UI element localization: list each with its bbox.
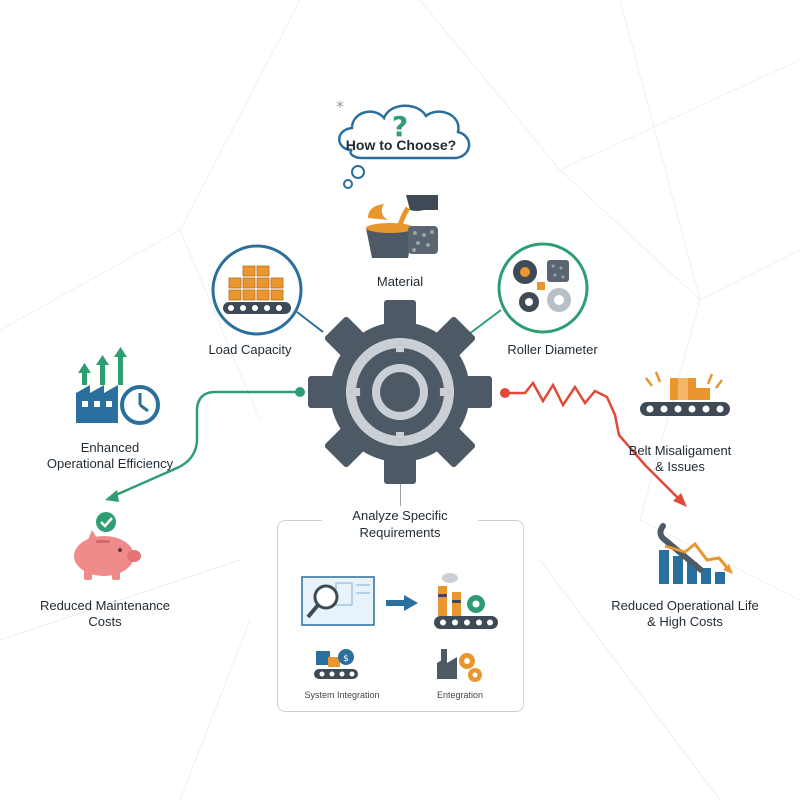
- system-integration-icon: $: [314, 649, 358, 679]
- roller-diameter-icon: [468, 242, 589, 335]
- integration-label: Entegration: [436, 690, 484, 700]
- factor-load-capacity-label: Load Capacity: [208, 342, 292, 357]
- svg-text:$: $: [343, 654, 349, 664]
- right-arrow-icon: [386, 595, 418, 611]
- operational-life-label-line1: Reduced Operational Life: [611, 598, 759, 613]
- declining-chart-wrench-icon: [657, 523, 733, 584]
- system-integration-label: System Integration: [304, 690, 380, 700]
- operational-life-label-line2: & High Costs: [647, 614, 723, 629]
- load-capacity-icon: [211, 244, 324, 336]
- factor-material-label: Material: [376, 274, 424, 289]
- benefit-connector-line: [105, 387, 305, 502]
- integration-factory-gears-icon: [437, 649, 482, 682]
- analysis-title-line2: Requirements: [359, 525, 441, 540]
- thought-cloud: * ?: [336, 97, 471, 189]
- svg-text:*: *: [336, 97, 344, 116]
- maintenance-label-line1: Reduced Maintenance: [39, 598, 171, 613]
- misalignment-label-line2: & Issues: [655, 459, 705, 474]
- blueprint-magnifier-icon: [301, 576, 375, 626]
- maintenance-label-line2: Costs: [88, 614, 122, 629]
- question-mark-icon: ?: [392, 110, 408, 143]
- factory-conveyor-icon: [434, 573, 498, 629]
- gear-to-box-connector: [400, 484, 401, 506]
- misalignment-label-line1: Belt Misaligament: [628, 443, 732, 458]
- cloud-title: How to Choose?: [345, 137, 457, 153]
- efficiency-label-line1: Enhanced: [80, 440, 140, 455]
- risk-connector-line: [500, 380, 687, 507]
- analysis-title-line1: Analyze Specific: [322, 508, 478, 524]
- central-gear-icon: [308, 300, 492, 484]
- belt-misalignment-icon: [640, 371, 730, 416]
- factor-roller-diameter-label: Roller Diameter: [507, 342, 598, 357]
- efficiency-factory-icon: [76, 347, 160, 425]
- material-pouring-icon: [366, 195, 438, 258]
- piggy-bank-icon: [74, 512, 141, 580]
- efficiency-label-line2: Operational Efficiency: [46, 456, 174, 471]
